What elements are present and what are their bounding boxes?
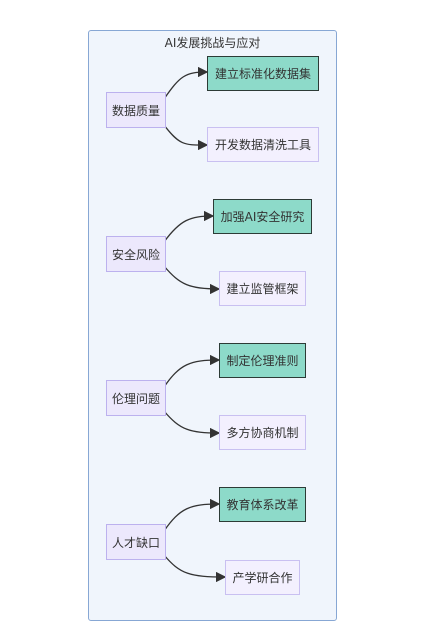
solution-node-multi-party-consultation: 多方协商机制 bbox=[219, 415, 306, 450]
solution-node-standard-dataset: 建立标准化数据集 bbox=[207, 56, 319, 91]
diagram-title: AI发展挑战与应对 bbox=[164, 36, 261, 50]
issue-node-ethics: 伦理问题 bbox=[106, 380, 166, 416]
edge-ethics-to-guidelines bbox=[163, 354, 221, 388]
edge-security-to-research bbox=[163, 210, 215, 243]
issue-node-data-quality: 数据质量 bbox=[106, 92, 166, 128]
issue-node-talent-gap: 人才缺口 bbox=[106, 524, 166, 560]
solution-node-industry-academia: 产学研合作 bbox=[225, 560, 300, 595]
edge-ethics-to-consultation bbox=[163, 410, 221, 439]
edge-data-quality-to-dataset bbox=[163, 66, 209, 100]
solution-node-ai-safety-research: 加强AI安全研究 bbox=[213, 199, 312, 234]
edge-security-to-regulation bbox=[163, 265, 221, 295]
solution-node-cleaning-tool: 开发数据清洗工具 bbox=[207, 127, 319, 162]
solution-node-ethics-guidelines: 制定伦理准则 bbox=[219, 343, 306, 378]
edge-talent-to-industry bbox=[163, 554, 227, 583]
edge-talent-to-education bbox=[163, 498, 221, 532]
solution-node-education-reform: 教育体系改革 bbox=[219, 487, 306, 522]
solution-node-regulatory-framework: 建立监管框架 bbox=[219, 271, 306, 306]
issue-node-security-risk: 安全风险 bbox=[106, 236, 166, 272]
edge-data-quality-to-cleaning-tool bbox=[163, 124, 209, 151]
